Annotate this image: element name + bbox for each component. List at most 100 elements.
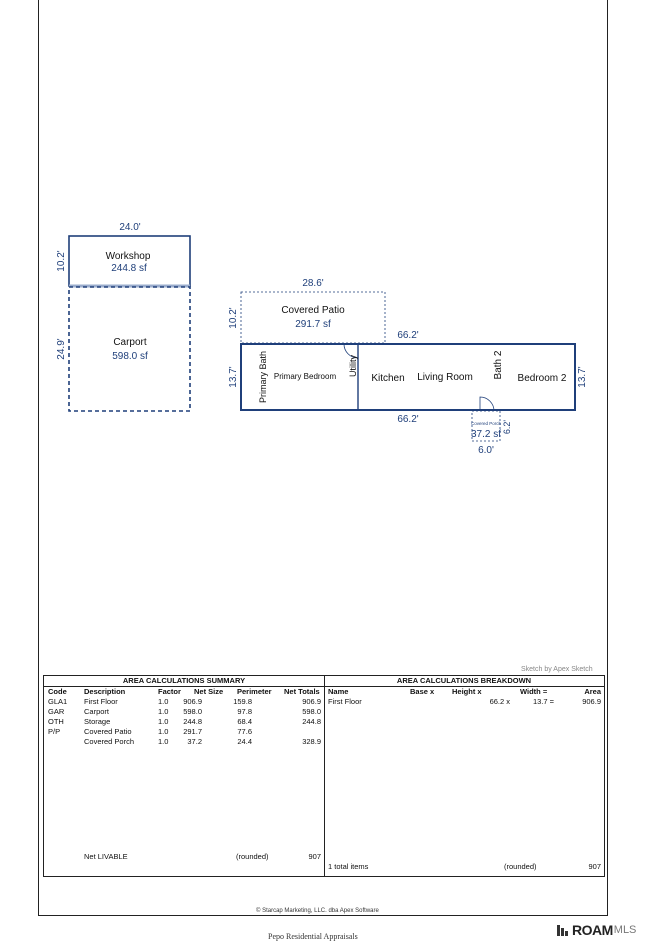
porch-label: Covered Porch bbox=[471, 421, 502, 426]
summary-cell: 68.4 bbox=[237, 717, 252, 726]
patio-area: 291.7 sf bbox=[295, 319, 331, 330]
summary-cell: 906.9 bbox=[302, 697, 321, 706]
patio-depth-dim: 10.2' bbox=[228, 307, 239, 328]
summary-row: P/P Covered Patio 1.0 291.7 77.6 bbox=[44, 727, 324, 737]
patio-door-swing bbox=[343, 343, 359, 359]
covered-porch-outline bbox=[471, 410, 501, 442]
breakdown-header-row: Name Base x Height x Width = Area bbox=[324, 687, 604, 697]
house-bottom-dim: 66.2' bbox=[397, 414, 418, 425]
summary-header-description: Description bbox=[84, 687, 126, 696]
breakdown-title: AREA CALCULATIONS BREAKDOWN bbox=[324, 676, 604, 687]
sketch-credit: Sketch by Apex Sketch bbox=[521, 666, 593, 673]
area-calculations: AREA CALCULATIONS SUMMARY Code Descripti… bbox=[43, 675, 605, 877]
room-living-room: Living Room bbox=[417, 372, 473, 383]
summary-cell: 24.4 bbox=[237, 737, 252, 746]
house-left-dim: 13.7' bbox=[228, 366, 239, 387]
summary-cell: First Floor bbox=[84, 697, 118, 706]
net-livable-label: Net LIVABLE bbox=[84, 852, 128, 861]
house-right-dim: 13.7' bbox=[577, 366, 588, 387]
carport-depth-dim: 24.9' bbox=[56, 338, 67, 359]
patio-label: Covered Patio bbox=[281, 305, 345, 316]
summary-cell: 37.2 bbox=[187, 737, 202, 746]
summary-cell: GAR bbox=[48, 707, 65, 716]
summary-row: GAR Carport 1.0 598.0 97.8 598.0 bbox=[44, 707, 324, 717]
breakdown-cell: 66.2 x bbox=[489, 697, 510, 706]
breakdown-rows: First Floor 66.2 x 13.7 = 906.9 bbox=[324, 697, 604, 707]
breakdown-header-width: Width = bbox=[520, 687, 548, 696]
roam-logo-suffix: MLS bbox=[613, 924, 637, 936]
house-outline bbox=[240, 343, 576, 411]
summary-cell: Covered Patio bbox=[84, 727, 132, 736]
room-primary-bath: Primary Bath bbox=[258, 351, 268, 403]
summary-cell: 244.8 bbox=[302, 717, 321, 726]
summary-footer: Net LIVABLE (rounded) 907 bbox=[44, 852, 324, 862]
breakdown-table: AREA CALCULATIONS BREAKDOWN Name Base x … bbox=[324, 676, 604, 876]
summary-header-net-size: Net Size bbox=[194, 687, 224, 696]
breakdown-cell: First Floor bbox=[328, 697, 362, 706]
workshop-width-dim: 24.0' bbox=[119, 222, 140, 233]
covered-patio-outline bbox=[240, 291, 386, 344]
porch-area: 37.2 sf bbox=[471, 429, 501, 440]
summary-header-code: Code bbox=[48, 687, 67, 696]
porch-depth-dim: 6.2' bbox=[502, 420, 512, 435]
breakdown-header-base: Base x bbox=[410, 687, 435, 696]
breakdown-header-name: Name bbox=[328, 687, 349, 696]
room-utility: Utility bbox=[348, 355, 358, 377]
breakdown-header-area: Area bbox=[584, 687, 601, 696]
house-top-dim: 66.2' bbox=[397, 330, 418, 341]
summary-row: OTH Storage 1.0 244.8 68.4 244.8 bbox=[44, 717, 324, 727]
summary-cell: OTH bbox=[48, 717, 64, 726]
summary-cell: 1.0 bbox=[158, 717, 169, 726]
summary-cell: GLA1 bbox=[48, 697, 68, 706]
workshop-label: Workshop bbox=[106, 251, 151, 262]
carport-outline bbox=[68, 286, 191, 412]
summary-cell: 1.0 bbox=[158, 707, 169, 716]
room-bedroom-2: Bedroom 2 bbox=[518, 373, 567, 384]
roam-logo-text: ROAM bbox=[572, 922, 613, 938]
workshop-area: 244.8 sf bbox=[111, 263, 147, 274]
total-items-label: 1 total items bbox=[328, 862, 369, 871]
summary-header-factor: Factor bbox=[158, 687, 181, 696]
carport-area: 598.0 sf bbox=[112, 351, 148, 362]
summary-cell: 159.8 bbox=[233, 697, 252, 706]
summary-cell: 598.0 bbox=[183, 707, 202, 716]
workshop-depth-dim: 10.2' bbox=[56, 250, 67, 271]
breakdown-header-height: Height x bbox=[452, 687, 482, 696]
breakdown-cell: 13.7 = bbox=[532, 697, 554, 706]
porch-width-dim: 6.0' bbox=[478, 445, 494, 456]
breakdown-cell: 906.9 bbox=[582, 697, 601, 706]
summary-cell: 244.8 bbox=[183, 717, 202, 726]
room-bath-2: Bath 2 bbox=[493, 350, 504, 379]
summary-cell: Storage bbox=[84, 717, 111, 726]
summary-cell: 291.7 bbox=[183, 727, 202, 736]
breakdown-rounded-label: (rounded) bbox=[504, 862, 537, 871]
summary-table: AREA CALCULATIONS SUMMARY Code Descripti… bbox=[44, 676, 325, 876]
summary-header-net-totals: Net Totals bbox=[284, 687, 320, 696]
summary-cell: 1.0 bbox=[158, 727, 169, 736]
summary-cell: 77.6 bbox=[237, 727, 252, 736]
porch-door-swing bbox=[479, 396, 495, 412]
summary-row: Covered Porch 1.0 37.2 24.4 328.9 bbox=[44, 737, 324, 747]
breakdown-footer: 1 total items (rounded) 907 bbox=[324, 862, 604, 872]
patio-width-dim: 28.6' bbox=[302, 278, 323, 289]
summary-cell: P/P bbox=[48, 727, 61, 736]
copyright: © Starcap Marketing, LLC. dba Apex Softw… bbox=[256, 908, 379, 914]
floor-plan-sketch: 24.0' 10.2' Workshop 244.8 sf 24.9' Carp… bbox=[56, 222, 588, 456]
summary-cell: Carport bbox=[84, 707, 110, 716]
summary-cell: Covered Porch bbox=[84, 737, 135, 746]
summary-cell: 1.0 bbox=[158, 737, 169, 746]
summary-cell: 906.9 bbox=[183, 697, 202, 706]
summary-cell: 328.9 bbox=[302, 737, 321, 746]
summary-row: GLA1 First Floor 1.0 906.9 159.8 906.9 bbox=[44, 697, 324, 707]
carport-label: Carport bbox=[113, 337, 147, 348]
page-frame bbox=[38, 0, 608, 916]
net-livable-value: 907 bbox=[308, 852, 321, 861]
summary-header-row: Code Description Factor Net Size Perimet… bbox=[44, 687, 324, 697]
roam-logo-icon bbox=[556, 923, 570, 937]
summary-cell: 1.0 bbox=[158, 697, 169, 706]
summary-cell: 598.0 bbox=[302, 707, 321, 716]
appraiser-name: Pepo Residential Appraisals bbox=[268, 932, 358, 941]
summary-cell: 97.8 bbox=[237, 707, 252, 716]
summary-title: AREA CALCULATIONS SUMMARY bbox=[44, 676, 324, 687]
